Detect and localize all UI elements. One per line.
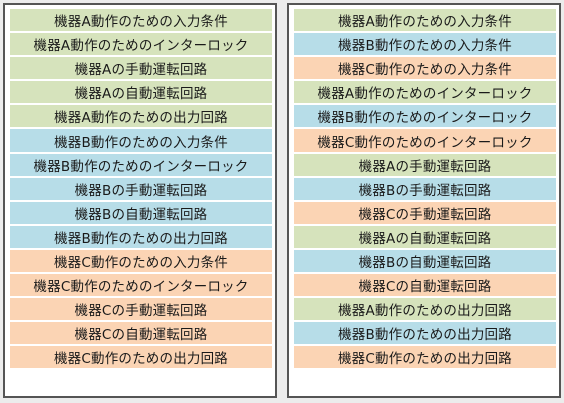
- circuit-block-a: 機器A動作のためのインターロック: [293, 80, 557, 105]
- circuit-block-b: 機器Bの自動運転回路: [9, 200, 273, 225]
- circuit-block-c: 機器C動作のためのインターロック: [293, 128, 557, 153]
- circuit-block-c: 機器C動作のための入力条件: [293, 56, 557, 81]
- circuit-block-c: 機器Cの自動運転回路: [9, 321, 273, 346]
- circuit-block-c: 機器Cの手動運転回路: [9, 297, 273, 322]
- circuit-block-b: 機器B動作のためのインターロック: [293, 104, 557, 129]
- circuit-block-a: 機器A動作のための出力回路: [293, 297, 557, 322]
- circuit-block-b: 機器B動作のためのインターロック: [9, 152, 273, 177]
- circuit-block-b: 機器B動作のための出力回路: [293, 321, 557, 346]
- circuit-block-a: 機器A動作のための入力条件: [293, 8, 557, 33]
- circuit-block-b: 機器Bの手動運転回路: [9, 176, 273, 201]
- circuit-block-b: 機器Bの自動運転回路: [293, 248, 557, 274]
- circuit-block-b: 機器B動作のための入力条件: [9, 128, 273, 153]
- circuit-block-a: 機器Aの自動運転回路: [293, 224, 557, 249]
- circuit-block-a: 機器Aの手動運転回路: [9, 56, 273, 81]
- circuit-block-c: 機器C動作のための出力回路: [9, 345, 273, 370]
- circuit-block-b: 機器Bの手動運転回路: [293, 176, 557, 201]
- circuit-block-c: 機器Cの手動運転回路: [293, 200, 557, 225]
- right-column-function-grouped: 機器A動作のための入力条件機器B動作のための入力条件機器C動作のための入力条件機…: [287, 3, 561, 398]
- circuit-block-a: 機器A動作のための出力回路: [9, 104, 273, 129]
- left-column-device-grouped: 機器A動作のための入力条件機器A動作のためのインターロック機器Aの手動運転回路機…: [3, 3, 277, 398]
- circuit-block-a: 機器A動作のための入力条件: [9, 8, 273, 33]
- circuit-block-a: 機器A動作のためのインターロック: [9, 32, 273, 57]
- circuit-block-b: 機器B動作のための出力回路: [9, 224, 273, 249]
- circuit-block-c: 機器Cの自動運転回路: [293, 273, 557, 298]
- circuit-block-b: 機器B動作のための入力条件: [293, 32, 557, 57]
- circuit-block-c: 機器C動作のための入力条件: [9, 248, 273, 274]
- circuit-block-c: 機器C動作のための出力回路: [293, 345, 557, 370]
- circuit-block-a: 機器Aの自動運転回路: [9, 80, 273, 105]
- circuit-block-a: 機器Aの手動運転回路: [293, 152, 557, 177]
- circuit-block-c: 機器C動作のためのインターロック: [9, 273, 273, 298]
